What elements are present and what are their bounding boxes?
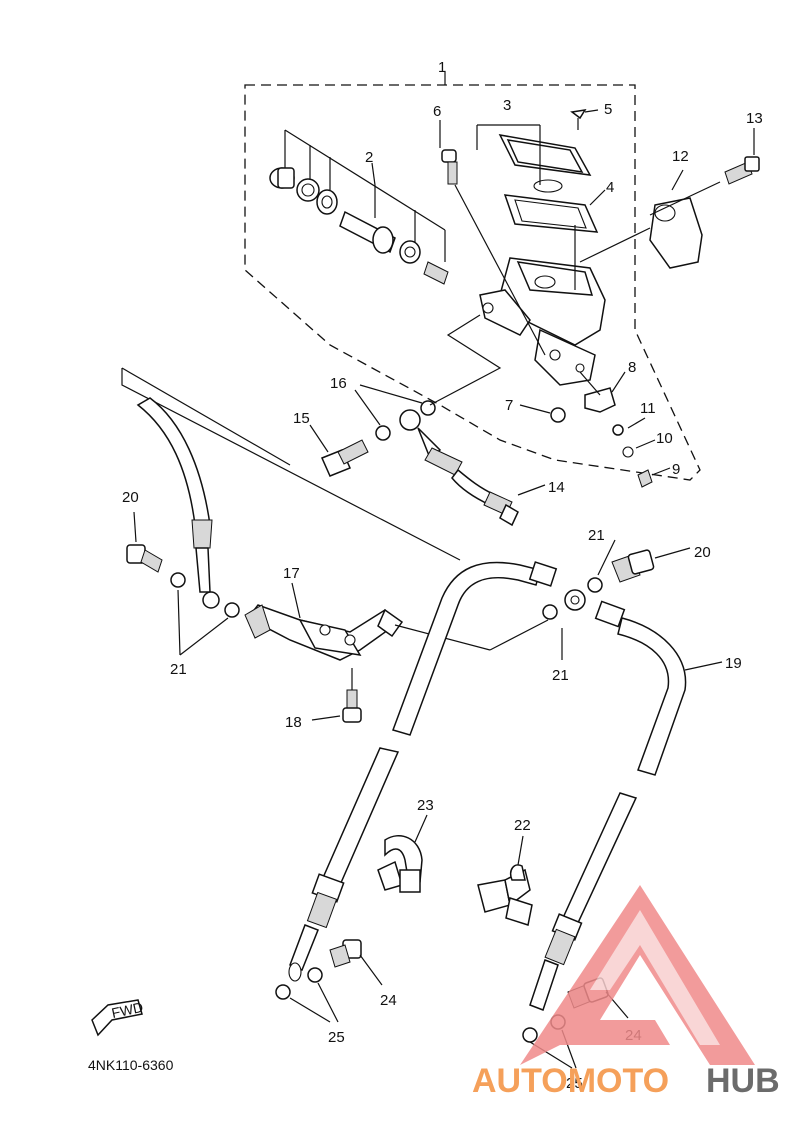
- callout-8: 8: [628, 359, 636, 376]
- bleed-screw: [439, 120, 546, 356]
- callout-13: 13: [746, 110, 763, 127]
- callout-21-left: 21: [170, 661, 187, 678]
- assembly-boundary: [244, 84, 701, 481]
- callout-1: 1: [438, 59, 446, 76]
- callout-7: 7: [505, 397, 513, 414]
- callout-19: 19: [725, 655, 742, 672]
- piston-kit: [269, 129, 449, 285]
- master-cylinder-body: [479, 257, 606, 386]
- reservoir-cap-set: [476, 109, 606, 290]
- lower-left-hose: [275, 747, 400, 1023]
- union-bolt-right: [611, 547, 691, 583]
- brake-switch-set: [519, 371, 671, 488]
- callout-6: 6: [433, 103, 441, 120]
- callout-21-upper: 21: [588, 527, 605, 544]
- forward-arrow: FWD: [91, 999, 145, 1037]
- callout-16: 16: [330, 375, 347, 392]
- callout-20-right: 20: [694, 544, 711, 561]
- joint-pipe: [244, 582, 549, 661]
- callout-25-right: 25: [566, 1075, 583, 1092]
- bolt-24-left: [329, 939, 383, 986]
- callout-labels: 1 2 3 4 5 6 7 8 9 10 11 12 13 14 15 16 1…: [122, 59, 763, 1092]
- callout-9: 9: [672, 461, 680, 478]
- callout-25-left: 25: [328, 1029, 345, 1046]
- fwd-label: FWD: [110, 999, 145, 1021]
- hose-clamp-23: [377, 814, 428, 893]
- callout-24-left: 24: [380, 992, 397, 1009]
- callout-4: 4: [606, 179, 614, 196]
- callout-18: 18: [285, 714, 302, 731]
- callout-2: 2: [365, 149, 373, 166]
- holder-bracket: [579, 128, 760, 269]
- callout-5: 5: [604, 101, 612, 118]
- watermark-text-primary: AUTOMOTO: [472, 1062, 669, 1100]
- watermark-text-secondary: HUB: [706, 1062, 780, 1100]
- bolt-18: [311, 668, 362, 723]
- callout-22: 22: [514, 817, 531, 834]
- callout-12: 12: [672, 148, 689, 165]
- union-bolt-left: [126, 511, 240, 656]
- callout-10: 10: [656, 430, 673, 447]
- hose-clamp-22: [477, 835, 533, 926]
- callout-21-lower: 21: [552, 667, 569, 684]
- watermark-logo: [520, 885, 755, 1065]
- callout-20-left: 20: [122, 489, 139, 506]
- part-code: 4NK110-6360: [88, 1057, 174, 1073]
- main-brake-hose-loop: [392, 539, 723, 776]
- left-hose-segment: [136, 397, 220, 609]
- callout-15: 15: [293, 410, 310, 427]
- union-bolt-upper: [309, 384, 436, 477]
- callout-17: 17: [283, 565, 300, 582]
- callout-11: 11: [640, 400, 656, 417]
- callout-3: 3: [503, 97, 511, 114]
- callout-14: 14: [548, 479, 565, 496]
- callout-23: 23: [417, 797, 434, 814]
- upper-brake-hose: [399, 409, 546, 527]
